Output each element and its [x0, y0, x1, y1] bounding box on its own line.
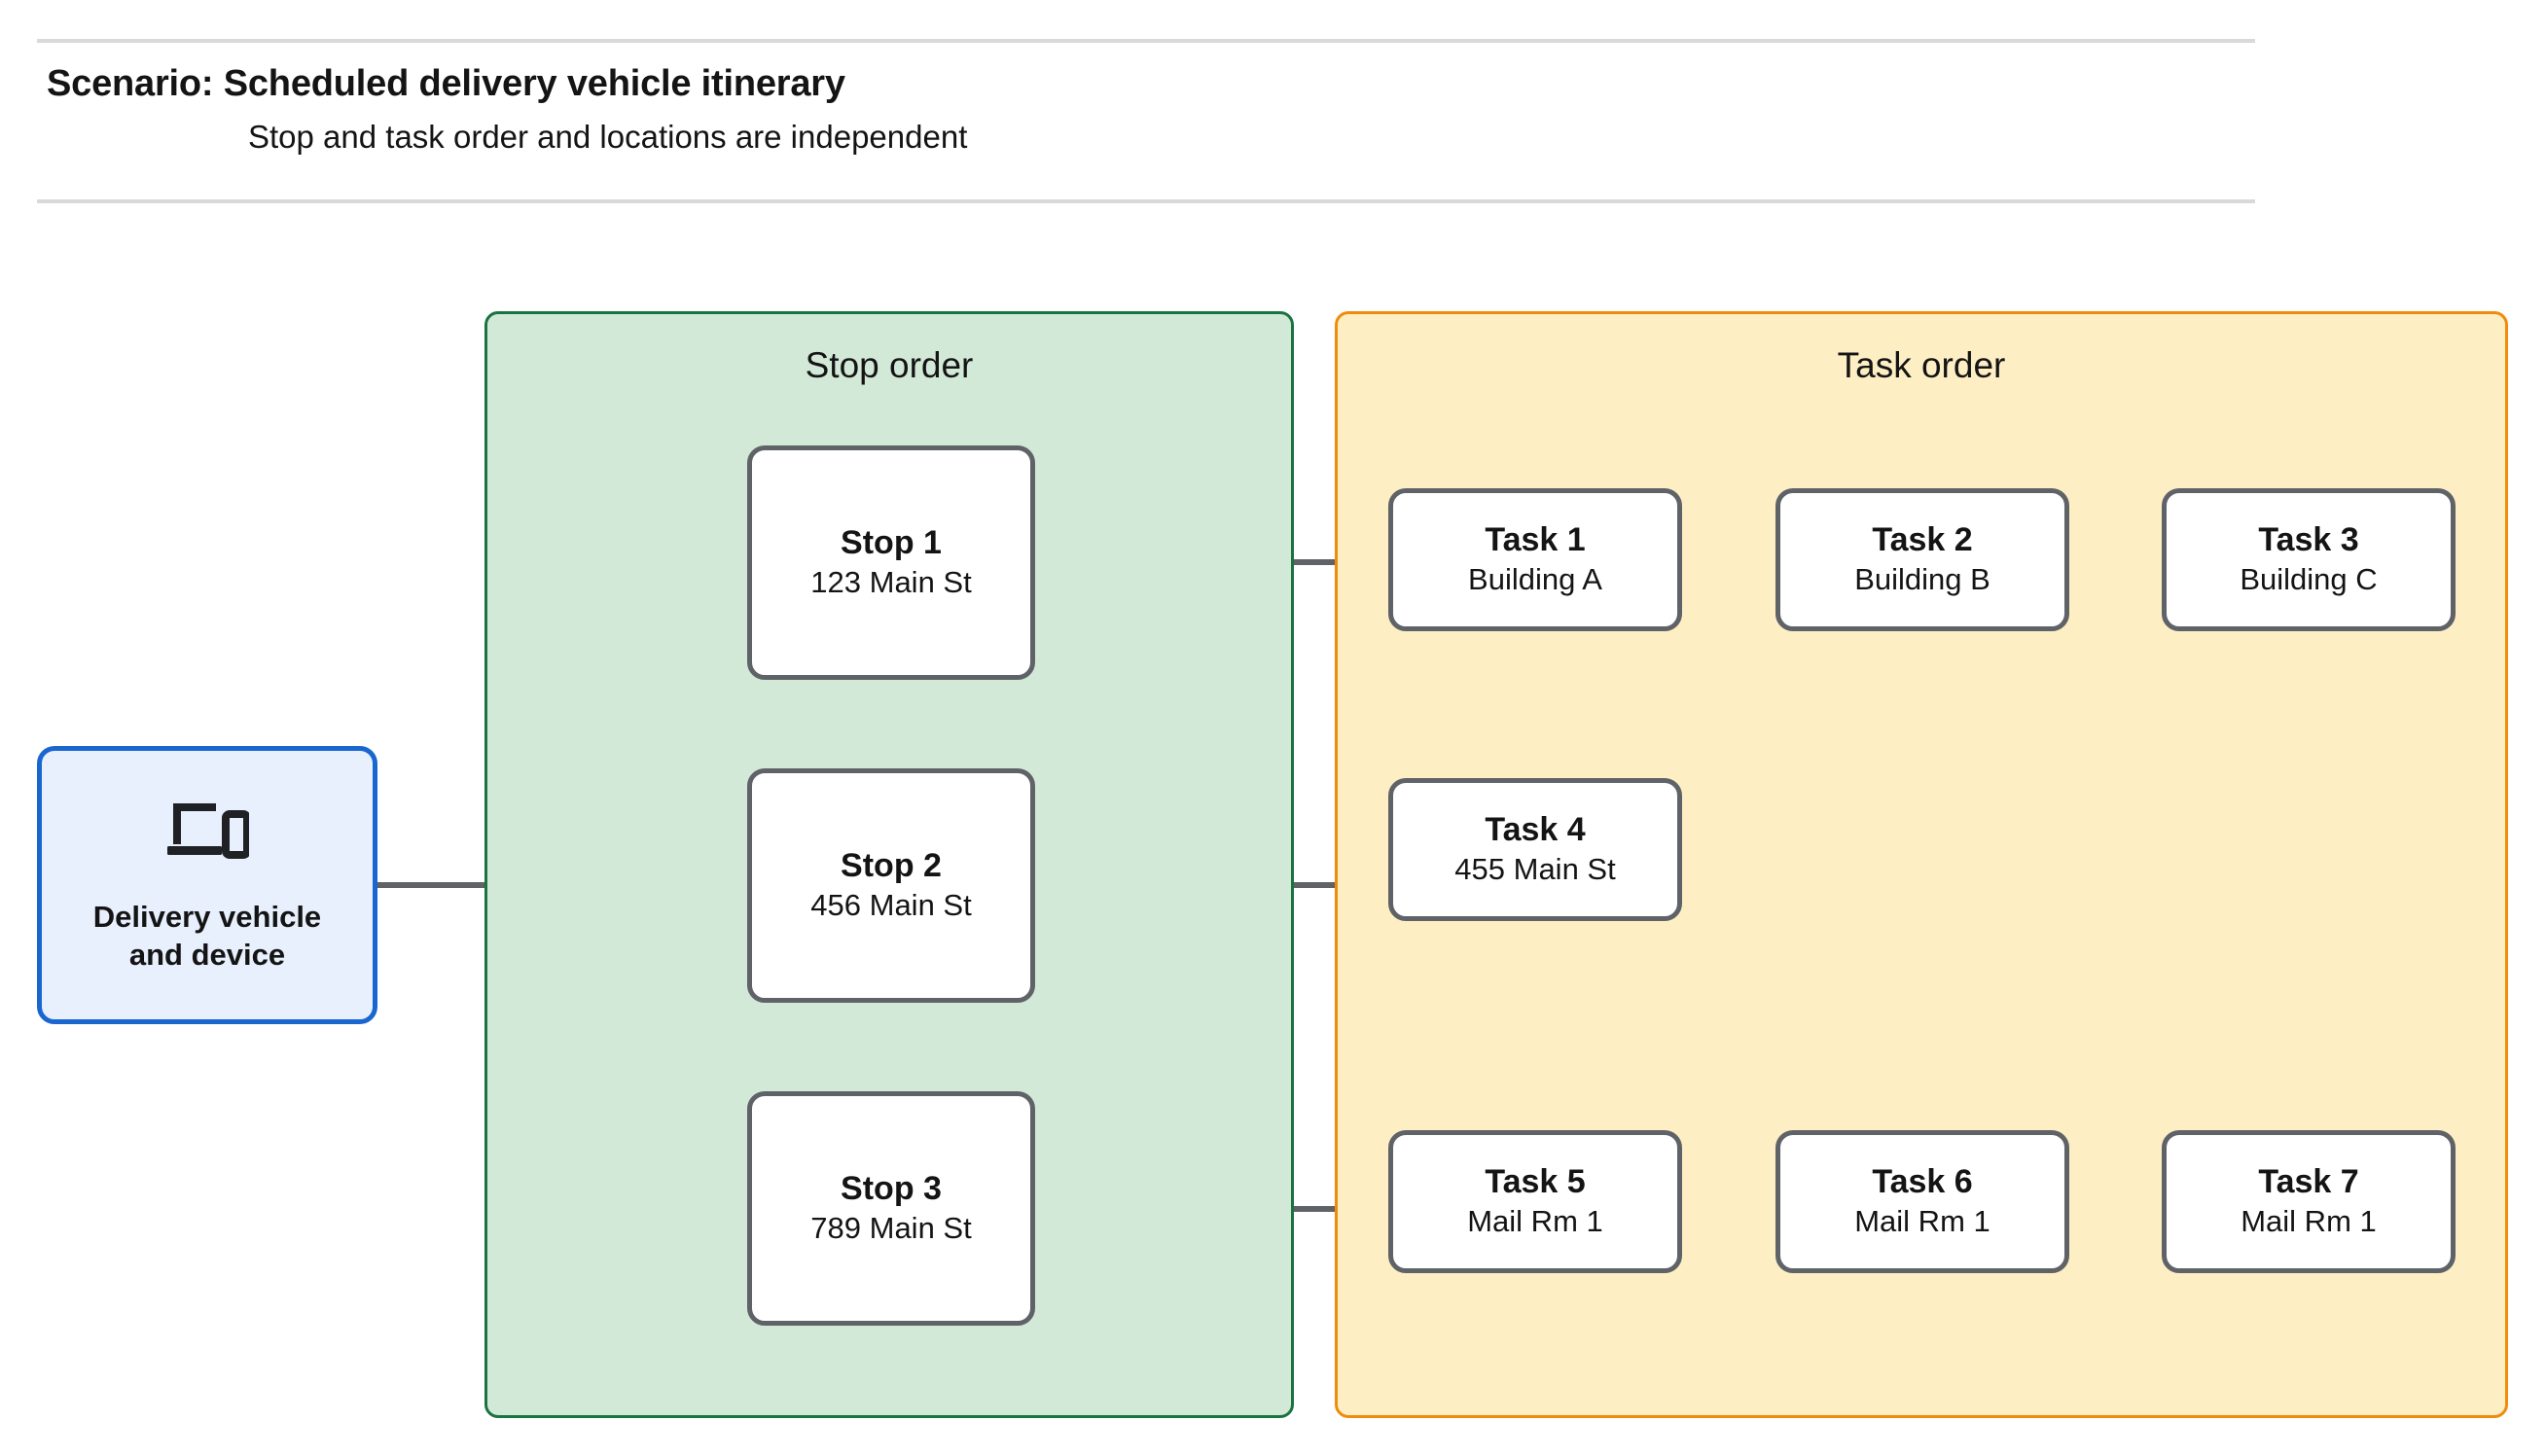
task-node-location: Mail Rm 1 — [2241, 1204, 2377, 1239]
task-node-title: Task 3 — [2258, 521, 2359, 559]
stop-node-3[interactable]: Stop 3 789 Main St — [747, 1091, 1035, 1326]
delivery-vehicle-card[interactable]: Delivery vehicle and device — [37, 746, 377, 1024]
task-node-6[interactable]: Task 6 Mail Rm 1 — [1775, 1130, 2069, 1273]
stop-node-address: 789 Main St — [810, 1211, 972, 1246]
stop-node-address: 123 Main St — [810, 565, 972, 600]
laptop-and-phone-icon — [167, 803, 249, 859]
task-node-2[interactable]: Task 2 Building B — [1775, 488, 2069, 631]
page-title: Scenario: Scheduled delivery vehicle iti… — [47, 63, 845, 104]
header-divider-bottom — [37, 199, 2255, 203]
stop-node-1[interactable]: Stop 1 123 Main St — [747, 445, 1035, 680]
page-subtitle: Stop and task order and locations are in… — [248, 119, 968, 155]
task-node-title: Task 6 — [1872, 1163, 1973, 1201]
task-node-3[interactable]: Task 3 Building C — [2162, 488, 2456, 631]
stop-node-title: Stop 2 — [841, 847, 942, 885]
delivery-vehicle-label: Delivery vehicle and device — [92, 900, 322, 972]
task-node-location: Mail Rm 1 — [1854, 1204, 1990, 1239]
stop-node-address: 456 Main St — [810, 888, 972, 923]
task-node-location: Building C — [2240, 562, 2378, 597]
task-node-5[interactable]: Task 5 Mail Rm 1 — [1388, 1130, 1682, 1273]
stop-order-title: Stop order — [805, 345, 974, 385]
header-divider-top — [37, 39, 2255, 43]
task-node-title: Task 1 — [1485, 521, 1586, 559]
task-node-title: Task 4 — [1485, 811, 1586, 849]
task-node-title: Task 2 — [1872, 521, 1973, 559]
task-node-1[interactable]: Task 1 Building A — [1388, 488, 1682, 631]
task-node-7[interactable]: Task 7 Mail Rm 1 — [2162, 1130, 2456, 1273]
task-order-title: Task order — [1837, 345, 2006, 385]
task-node-4[interactable]: Task 4 455 Main St — [1388, 778, 1682, 921]
task-node-location: 455 Main St — [1454, 852, 1616, 887]
task-node-title: Task 5 — [1485, 1163, 1586, 1201]
task-node-location: Mail Rm 1 — [1467, 1204, 1603, 1239]
stop-node-title: Stop 1 — [841, 524, 942, 562]
stop-node-title: Stop 3 — [841, 1170, 942, 1208]
stop-node-2[interactable]: Stop 2 456 Main St — [747, 768, 1035, 1003]
task-node-location: Building B — [1854, 562, 1990, 597]
task-node-location: Building A — [1468, 562, 1602, 597]
task-node-title: Task 7 — [2258, 1163, 2359, 1201]
